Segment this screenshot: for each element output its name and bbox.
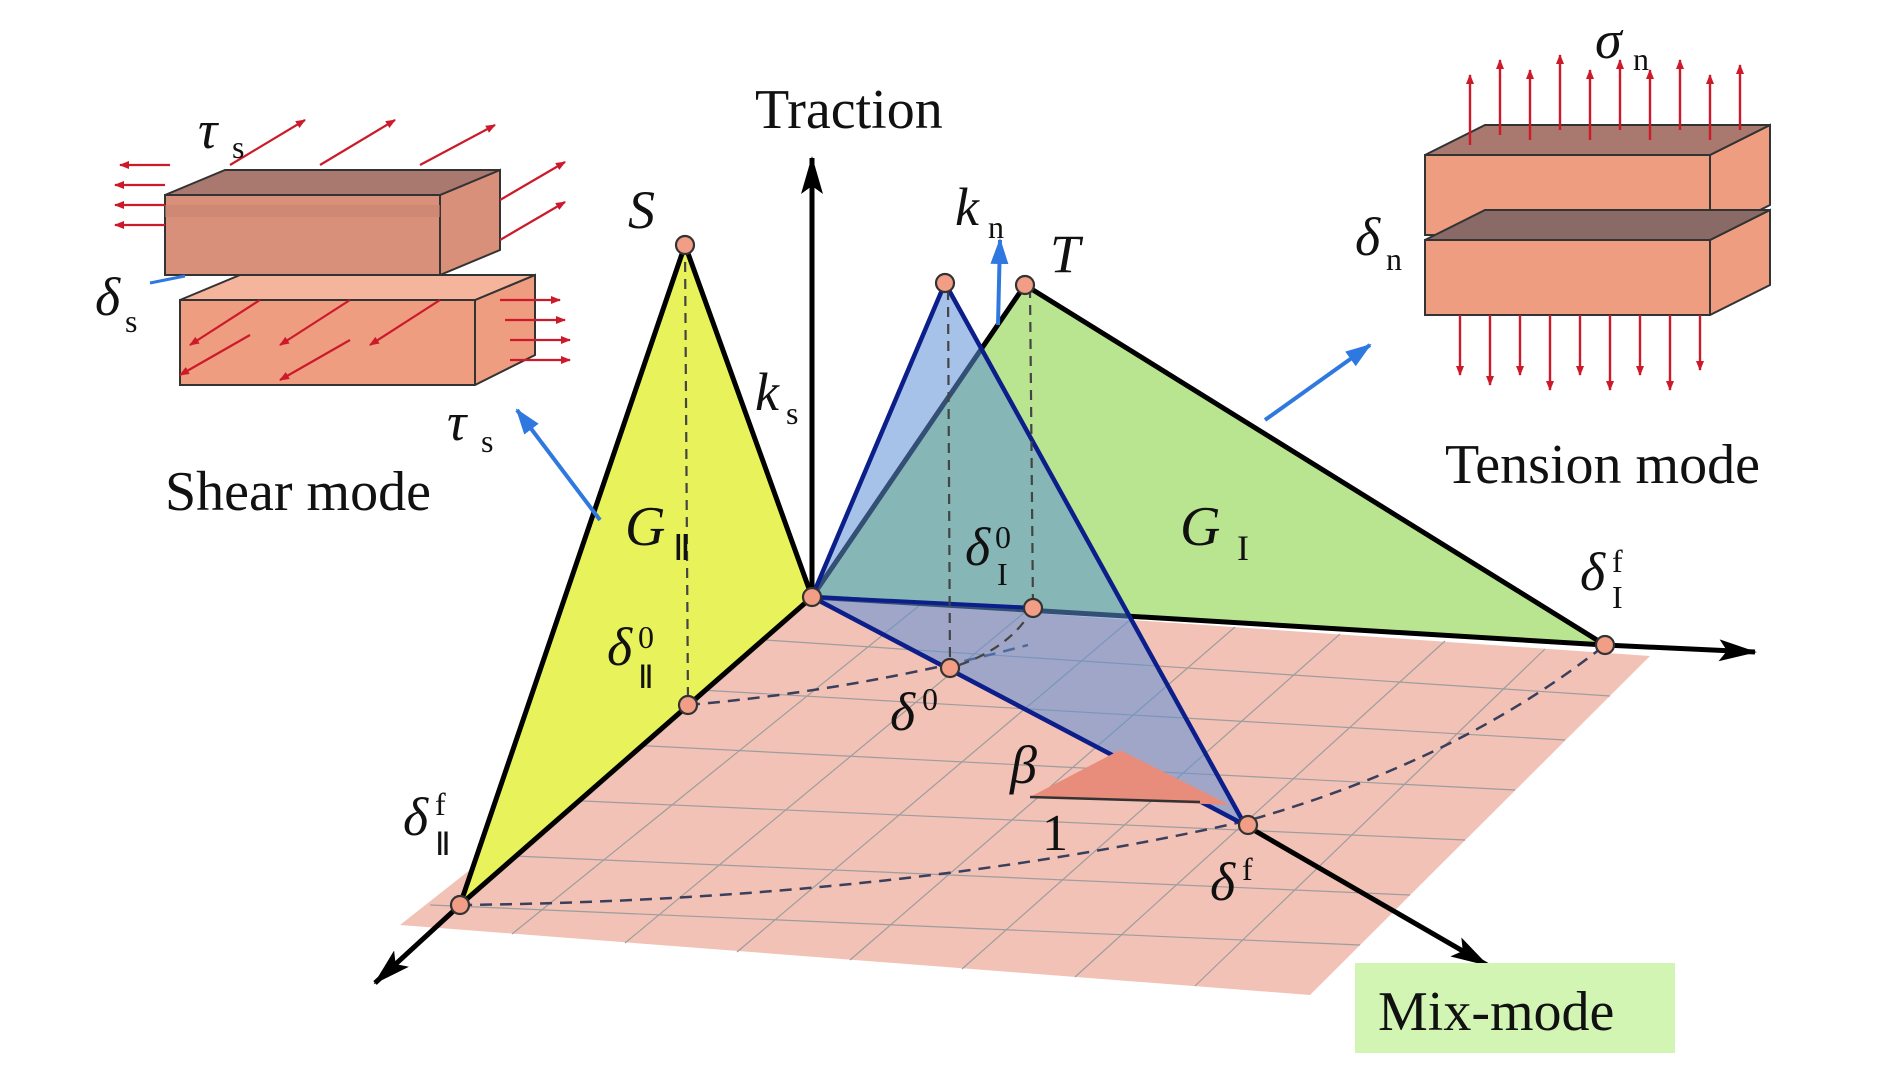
label-delta-I-f-sub: I [1612,579,1623,615]
label-delta-f: δ [1210,852,1236,912]
label-tau-top-sub: s [232,129,244,165]
mixed-normal-arrow [990,238,1009,326]
label-delta-II-f: δ [403,787,429,847]
label-delta-II-0-sub: Ⅱ [638,659,654,695]
label-delta-I-0: δ [965,517,991,577]
label-G-I-sub: I [1237,528,1249,568]
label-delta-I-f-sup: f [1612,543,1623,579]
tension-mode-label: Tension mode [1445,434,1760,496]
shear-normal-arrow [515,408,602,522]
shear-mode-label: Shear mode [165,461,431,523]
label-delta-I-f: δ [1580,542,1606,602]
normal-arrows [515,238,1372,522]
point-delta-I-f [1594,634,1616,656]
shear-triangle [457,242,815,908]
label-ks-main: k [755,362,780,422]
point-kn [934,272,956,294]
label-delta-I-0-sub: I [997,556,1008,592]
mode-two-axis [373,903,462,985]
label-tau-bottom: τ [447,392,468,452]
label-delta-I-0-sup: 0 [995,519,1011,555]
point-delta-II-0 [677,694,699,716]
traction-label: Traction [755,79,943,141]
label-delta-f-sup: f [1242,851,1253,887]
tension-mode-block [1424,54,1771,391]
label-T: T [1050,224,1084,284]
vertex-points [449,234,1616,916]
point-delta-0 [939,657,961,679]
label-delta-s-sub: s [125,303,137,339]
label-beta: β [1009,735,1037,795]
label-tau-top: τ [198,100,219,160]
label-delta-n: δ [1355,207,1381,267]
label-delta-0: δ [890,682,916,742]
label-one: 1 [1042,805,1068,862]
mix-mode-axis [1243,822,1489,968]
mix-mode-label: Mix-mode [1378,981,1614,1043]
point-delta-f [1237,814,1259,836]
label-delta-II-0: δ [607,617,633,677]
label-sigma-sub: n [1633,41,1649,77]
label-ks-sub: s [786,395,798,431]
label-kn-sub: n [988,209,1004,245]
label-S: S [628,180,655,240]
tension-normal-arrow [1263,343,1372,422]
label-delta-0-sup: 0 [922,681,938,717]
point-origin [801,586,823,608]
label-delta-II-f-sup: f [435,786,446,822]
label-delta-s: δ [95,267,121,327]
mix-mode-box [1355,963,1675,1053]
label-G-I: G [1180,496,1220,558]
label-G-II-sub: Ⅱ [673,528,691,568]
label-sigma: σ [1595,10,1624,70]
label-delta-n-sub: n [1386,241,1402,277]
mode-one-axis [1604,639,1757,662]
shear-mode-block [114,119,571,386]
label-tau-bottom-sub: s [481,423,493,459]
point-T [1014,274,1036,296]
text-labels: Traction Shear mode Tension mode Mix-mod… [95,10,1760,1043]
point-delta-II-f [449,894,471,916]
label-delta-II-f-sub: Ⅱ [435,826,451,862]
label-delta-II-0-sup: 0 [638,619,654,655]
point-delta-I-0 [1022,597,1044,619]
label-G-II: G [625,496,665,558]
slope-triangle [1030,750,1230,805]
point-S [674,234,696,256]
label-kn-main: k [955,177,980,237]
